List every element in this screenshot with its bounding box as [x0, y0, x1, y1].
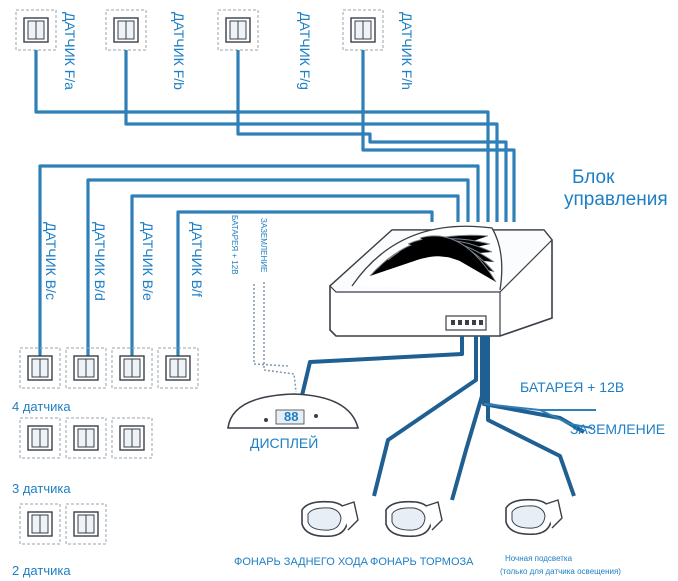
group2-sensor-1 — [19, 503, 61, 545]
label-sensor-b-d: ДАТЧИК B/d — [92, 222, 108, 301]
sensor-f-h — [342, 9, 384, 51]
display — [227, 393, 360, 429]
display-readout: 88 — [284, 409, 299, 424]
lamp-brake-label: ФОНАРЬ ТОРМОЗА — [370, 556, 474, 568]
output-wires — [298, 336, 586, 501]
display-aux-wires — [253, 282, 297, 393]
battery-label: БАТАРЕЯ + 12В — [520, 379, 625, 395]
label-sensor-b-f: ДАТЧИК B/f — [189, 222, 205, 297]
group-2-label: 2 датчика — [12, 563, 71, 578]
control-unit — [329, 225, 553, 337]
group3-sensor-1 — [19, 417, 61, 459]
group2-sensor-2 — [65, 503, 107, 545]
sensor-f-g — [217, 9, 259, 51]
sensor-f-b — [105, 9, 147, 51]
lamp-reverse-label: ФОНАРЬ ЗАДНЕГО ХОДА — [234, 556, 368, 568]
sensor-f-a — [15, 9, 57, 51]
label-sensor-f-b: ДАТЧИК F/b — [171, 12, 187, 90]
label-small-ground: ЗАЗЕМЛЕНИЕ — [259, 218, 268, 273]
label-sensor-f-a: ДАТЧИК F/a — [62, 12, 78, 90]
power-wires — [483, 403, 596, 429]
label-sensor-b-c: ДАТЧИК B/c — [43, 222, 59, 300]
label-small-battery: БАТАРЕЯ + 12В — [230, 215, 239, 275]
label-sensor-b-e: ДАТЧИК B/e — [140, 222, 156, 301]
group-4-label: 4 датчика — [12, 399, 71, 414]
ground-label: ЗАЗЕМЛЕНИЕ — [570, 421, 666, 437]
display-label: ДИСПЛЕЙ — [250, 435, 319, 451]
front-wires — [34, 50, 516, 222]
lamp-night-label-2: (только для датчика освещения) — [500, 567, 621, 576]
group-3-label: 3 датчика — [12, 481, 71, 496]
control-unit-title-1: Блок — [572, 167, 615, 188]
group3-sensor-3 — [111, 417, 153, 459]
rear-wires — [38, 164, 480, 358]
control-unit-title-2: управления — [564, 189, 668, 210]
group3-sensor-2 — [65, 417, 107, 459]
lamp-brake — [385, 500, 443, 538]
lamp-night — [505, 498, 563, 536]
lamp-night-label-1: Ночная подсветка — [505, 554, 573, 563]
label-sensor-f-g: ДАТЧИК F/g — [297, 12, 313, 90]
label-sensor-f-h: ДАТЧИК F/h — [399, 12, 415, 90]
lamp-reverse — [301, 500, 359, 538]
sensor-b-d — [65, 347, 107, 389]
